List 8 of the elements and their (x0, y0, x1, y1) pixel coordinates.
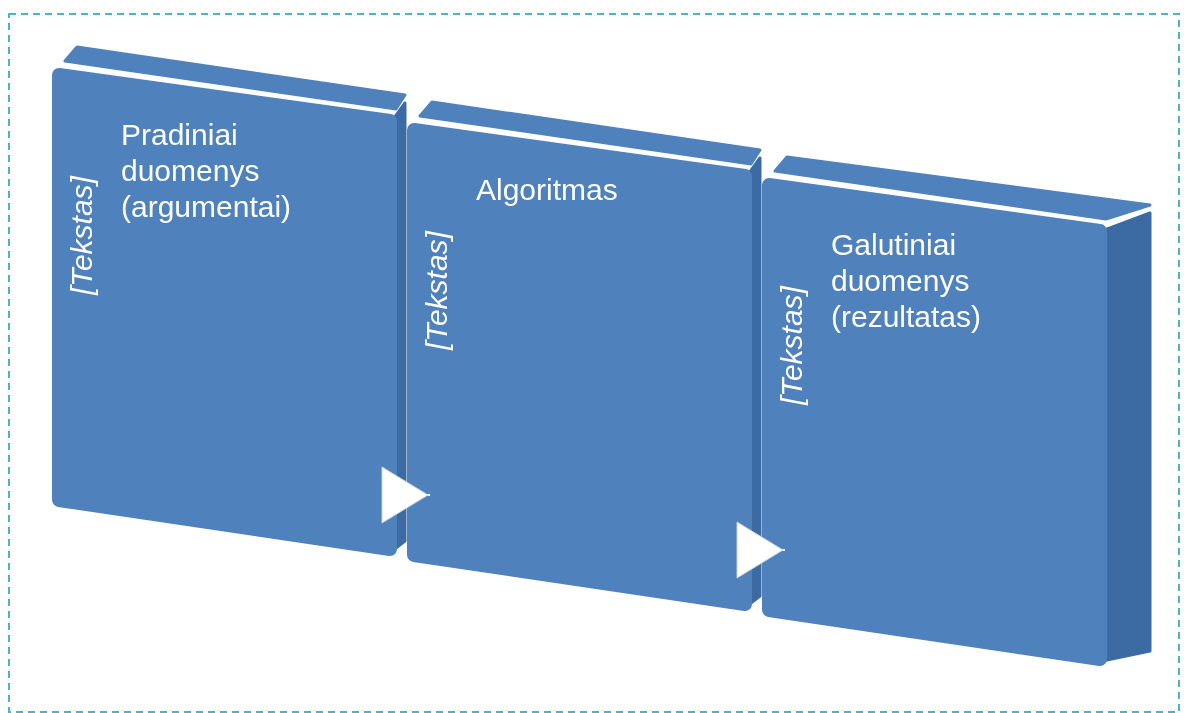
block-title: Algoritmas (476, 172, 619, 208)
arrow (736, 521, 786, 579)
arrow (381, 466, 431, 524)
vertical-label: [Tekstas] (67, 176, 97, 295)
block-title: Pradiniai duomenys (argumentai) (121, 117, 293, 225)
vertical-label: [Tekstas] (422, 231, 452, 350)
block-title: Galutiniai duomenys (rezultatas) (831, 227, 983, 335)
vertical-label: [Tekstas] (777, 286, 807, 405)
